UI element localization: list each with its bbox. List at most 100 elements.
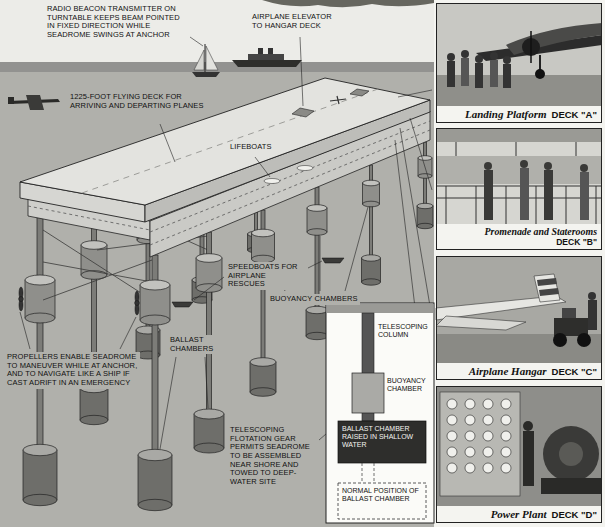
panel-b-art xyxy=(576,142,577,156)
panel-a-art xyxy=(461,58,469,86)
panel-b-art xyxy=(520,160,528,168)
ship xyxy=(232,48,302,67)
panel-d-art xyxy=(483,463,493,473)
panel-b-art xyxy=(484,160,589,220)
panel-d-art xyxy=(436,386,602,523)
near-column-row xyxy=(196,254,222,263)
leader-lines xyxy=(398,90,432,97)
cutaway-inset-art xyxy=(327,304,433,313)
panel-c-art xyxy=(553,333,567,347)
leader-lines xyxy=(300,37,303,106)
cutaway-inset: TELESCOPING COLUMN BUOYANCY CHAMBER BALLAS… xyxy=(326,303,434,523)
flying-deck xyxy=(20,78,430,205)
deck-name: Power Plant xyxy=(491,508,547,520)
panel-d-art xyxy=(447,431,457,441)
panel-d-art xyxy=(559,442,583,466)
leader-lines xyxy=(190,37,203,46)
column-label: TELESCOPING COLUMN xyxy=(378,323,432,339)
panel-b-art xyxy=(476,186,477,228)
flying-deck xyxy=(20,78,430,222)
truss-bracing xyxy=(43,262,152,282)
panel-c-art xyxy=(588,300,597,330)
near-column-row xyxy=(252,229,275,237)
leader-lines xyxy=(20,312,30,349)
propellers-note: PROPELLERS ENABLE SEADROME TO MANEUVER W… xyxy=(5,352,140,389)
speedboats-label: SPEEDBOATS FOR AIRPLANE RESCUES xyxy=(226,262,304,290)
sky xyxy=(262,0,434,7)
near-column-row xyxy=(306,306,328,313)
leader-lines xyxy=(255,157,270,177)
panel-d-art xyxy=(436,386,602,523)
near-column-row xyxy=(138,449,172,460)
panel-a-art xyxy=(447,61,455,87)
cutaway-inset-art xyxy=(326,303,434,523)
photo-caption: Promenade and StateroomsDECK "B" xyxy=(437,224,601,249)
panel-b-art xyxy=(446,186,447,228)
truss-bracing xyxy=(43,230,152,300)
panel-b-art xyxy=(580,172,589,220)
deck-label: 1225-FOOT FLYING DECK FOR ARRIVING AND D… xyxy=(68,92,218,111)
panel-d-art xyxy=(483,431,493,441)
panel-b-art xyxy=(436,128,602,142)
panel-a-art xyxy=(436,75,602,123)
panel-d-art xyxy=(501,463,511,473)
near-column-row xyxy=(250,358,276,367)
panel-d-art xyxy=(483,399,493,409)
panel-b-art xyxy=(484,170,493,220)
chamber-label: BUOYANCY CHAMBER xyxy=(387,377,433,393)
panel-a-art xyxy=(506,23,602,55)
cutaway-inset-art xyxy=(338,421,426,463)
deck-name: Airplane Hangar xyxy=(469,365,547,377)
speedboats xyxy=(172,302,193,307)
near-column-row xyxy=(196,284,222,293)
panel-d-art xyxy=(483,415,493,425)
panel-a-art xyxy=(461,50,469,58)
ship xyxy=(248,54,284,60)
ship xyxy=(268,48,273,54)
deck-letter: DECK "A" xyxy=(552,109,597,120)
panel-c-art xyxy=(537,278,559,296)
deck-letter: DECK "C" xyxy=(552,366,597,377)
flying-deck xyxy=(292,108,314,117)
panel-b-art xyxy=(516,142,517,156)
leader-lines xyxy=(319,434,326,440)
panel-c-art xyxy=(436,256,602,380)
leader-lines xyxy=(345,207,368,291)
propellers xyxy=(19,297,24,302)
panel-a-art xyxy=(475,63,483,88)
airplane-in-flight xyxy=(26,95,44,110)
panel-c-art xyxy=(436,256,602,380)
sailboat xyxy=(194,50,204,70)
near-column-row xyxy=(362,255,381,261)
near-column-row xyxy=(418,156,432,161)
ship xyxy=(258,48,263,54)
near-column-row xyxy=(138,499,172,510)
panel-c-art xyxy=(577,333,591,347)
elevator-label: AIRPLANE ELEVATOR TO HANGAR DECK xyxy=(250,12,345,31)
cutaway-inset-art xyxy=(352,373,384,413)
lifeboats-label: LIFEBOATS xyxy=(228,142,280,153)
deck-letter: DECK "D" xyxy=(552,509,597,520)
near-column-row xyxy=(138,455,172,505)
sailboat xyxy=(206,46,218,70)
propellers xyxy=(135,301,140,306)
panel-d-art xyxy=(501,431,511,441)
far-column-row xyxy=(23,494,57,505)
panel-a-art xyxy=(530,31,532,63)
panel-d-art xyxy=(447,415,457,425)
panel-d-art xyxy=(465,399,475,409)
panel-a-art xyxy=(490,52,498,60)
ballast-raised-label: BALLAST CHAMBER RAISED IN SHALLOW WATER xyxy=(342,425,422,449)
sea xyxy=(0,62,434,527)
panel-b-art xyxy=(436,186,602,187)
near-column-row xyxy=(140,315,170,325)
far-column-row xyxy=(25,313,55,323)
ballast-normal-label: NORMAL POSITION OF BALLAST CHAMBER xyxy=(342,487,422,503)
panel-a-art xyxy=(503,64,511,88)
lifeboats xyxy=(297,166,313,171)
panel-d-art xyxy=(523,431,534,486)
panel-d-art xyxy=(483,447,493,457)
near-column-row xyxy=(363,180,380,186)
lifeboats xyxy=(264,179,280,184)
